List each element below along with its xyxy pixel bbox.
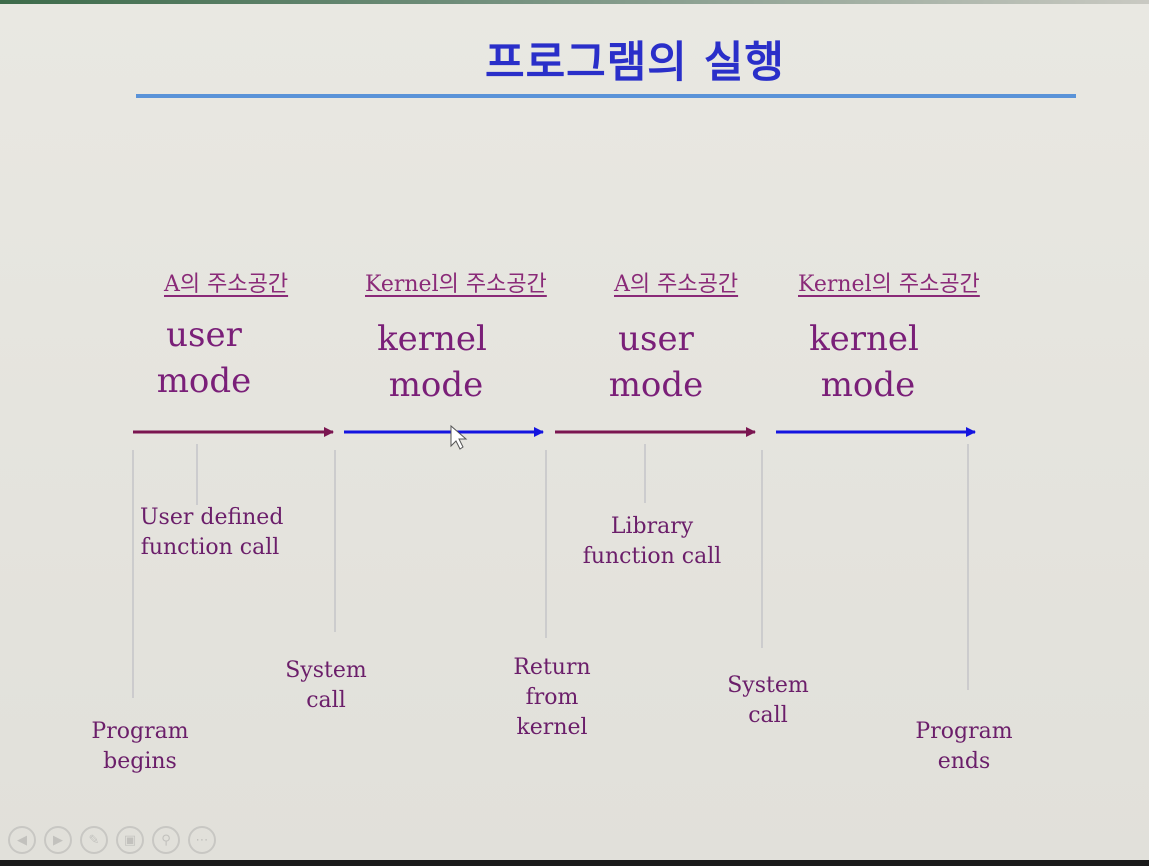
pen-icon[interactable]: ✎ (80, 826, 108, 854)
zoom-icon[interactable]: ⚲ (152, 826, 180, 854)
mode-line: user (618, 319, 694, 359)
window-top-strip (0, 0, 1149, 4)
slideshow-nav-controls: ◀ ▶ ✎ ▣ ⚲ ⋯ (8, 826, 216, 856)
mode-line: mode (608, 365, 704, 405)
label-line: from (525, 685, 579, 710)
next-icon[interactable]: ▶ (44, 826, 72, 854)
mode-label-kernel-2: kernel mode (794, 316, 934, 408)
mode-line: kernel (809, 319, 919, 359)
label-line: kernel (516, 715, 588, 740)
label-line: begins (103, 749, 177, 774)
label-line: Library (610, 514, 694, 539)
title-underline-rule (136, 94, 1076, 98)
program-begins-label: Program begins (80, 717, 200, 777)
label-line: Program (915, 719, 1013, 744)
address-space-label-a-2: A의 주소공간 (614, 272, 739, 297)
mouse-cursor-icon (450, 424, 468, 450)
label-line: System (285, 658, 367, 683)
label-line: call (306, 688, 346, 713)
more-icon[interactable]: ⋯ (188, 826, 216, 854)
address-space-label-a-1: A의 주소공간 (164, 272, 289, 297)
previous-icon[interactable]: ◀ (8, 826, 36, 854)
label-line: Program (91, 719, 189, 744)
mode-label-user-2: user mode (586, 316, 726, 408)
program-ends-label: Program ends (904, 717, 1024, 777)
label-line: function call (140, 535, 280, 560)
mode-label-user-1: user mode (134, 312, 274, 404)
address-space-label-kernel-2: Kernel의 주소공간 (798, 272, 980, 297)
mode-line: mode (820, 365, 916, 405)
slides-icon[interactable]: ▣ (116, 826, 144, 854)
label-line: ends (937, 749, 991, 774)
library-function-call-label: Library function call (582, 512, 722, 572)
mode-line: kernel (377, 319, 487, 359)
system-call-label-1: System call (266, 656, 386, 716)
address-space-label-kernel-1: Kernel의 주소공간 (365, 272, 547, 297)
mode-line: mode (156, 361, 252, 401)
mode-line: user (166, 315, 242, 355)
label-line: Return (513, 655, 591, 680)
label-line: function call (582, 544, 722, 569)
label-line: call (748, 703, 788, 728)
user-defined-function-call-label: User defined function call (140, 503, 284, 563)
system-call-label-2: System call (708, 671, 828, 731)
slide-title: 프로그램의 실행 (485, 38, 785, 88)
return-from-kernel-label: Return from kernel (492, 653, 612, 743)
label-line: User defined (140, 505, 284, 530)
window-bottom-strip (0, 860, 1149, 866)
mode-label-kernel-1: kernel mode (362, 316, 502, 408)
label-line: System (727, 673, 809, 698)
mode-line: mode (388, 365, 484, 405)
